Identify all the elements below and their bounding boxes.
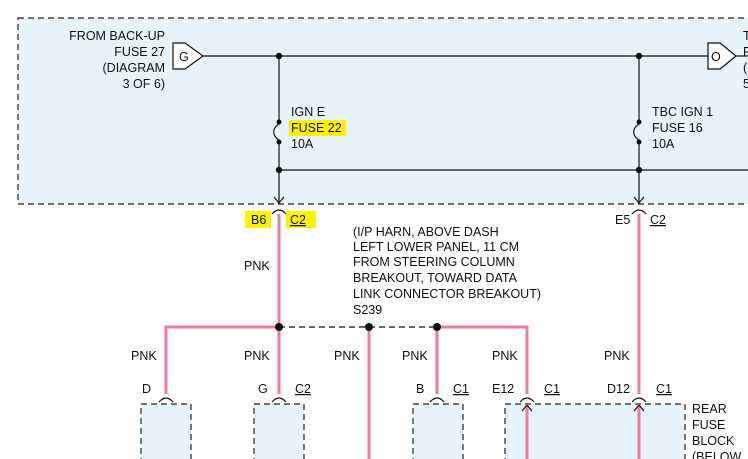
- fuse-right-fuse: FUSE 16: [652, 121, 703, 135]
- b6-highlight: [245, 211, 271, 228]
- from-backup-line4: 3 OF 6): [123, 77, 165, 91]
- clipped-text-1: T: [743, 29, 748, 43]
- pin-b-connector: C1: [453, 382, 469, 396]
- clipped-text-2: F: [743, 45, 748, 59]
- connector-g-label: G: [179, 50, 189, 64]
- fuse-left-fuse: FUSE 22: [291, 121, 342, 135]
- component-box-b: [412, 403, 464, 459]
- component-box-d: [140, 403, 192, 459]
- splice-note-line4: BREAKOUT, TOWARD DATA: [353, 271, 518, 285]
- fuse-left-symbol: [273, 123, 280, 141]
- component-box-g: [253, 403, 305, 459]
- pin-c2-right-label: C2: [650, 213, 666, 227]
- pin-c2-left-label: C2: [290, 213, 306, 227]
- connector-o-icon: [707, 42, 737, 70]
- rear-fuse-block-line3: BLOCK: [692, 434, 735, 448]
- fuse-right-term-bottom: [636, 139, 642, 145]
- wire-color-label: PNK: [244, 349, 270, 363]
- fuse-left-rating: 10A: [291, 137, 314, 151]
- from-backup-line2: FUSE 27: [114, 45, 165, 59]
- junction-dot: [275, 52, 283, 60]
- clipped-text-3: (: [743, 61, 748, 75]
- pin-socket-icon: [429, 397, 445, 403]
- from-backup-line3: (DIAGRAM: [103, 61, 166, 75]
- pin-d12-label: D12: [607, 382, 630, 396]
- fuse-left-term-top: [276, 119, 282, 125]
- fuse-box-region: [17, 17, 748, 205]
- pin-socket-icon: [158, 397, 174, 403]
- pin-e12-connector: C1: [544, 382, 560, 396]
- splice-note-line2: LEFT LOWER PANEL, 11 CM: [353, 240, 519, 254]
- pink-wire-branch-e12: [437, 325, 529, 394]
- splice-note-line5: LINK CONNECTOR BREAKOUT): [353, 287, 541, 301]
- pin-g-label: G: [258, 382, 268, 396]
- pin-d12-connector: C1: [656, 382, 672, 396]
- pin-socket-icon: [631, 397, 647, 403]
- fuse-left-term-bottom: [276, 139, 282, 145]
- junction-dot: [635, 166, 643, 174]
- pin-socket-icon: [631, 209, 647, 215]
- splice-note-line3: FROM STEERING COLUMN: [353, 255, 515, 269]
- pin-b-label: B: [416, 382, 424, 396]
- fuse-right-name: TBC IGN 1: [652, 105, 713, 119]
- fuse-22-highlight: [289, 120, 346, 136]
- connector-o-label: O: [711, 50, 721, 64]
- fuse-right-rating: 10A: [652, 137, 675, 151]
- fuse-right-term-top: [636, 119, 642, 125]
- connector-g-icon: [172, 42, 205, 70]
- c2-highlight: [286, 211, 316, 228]
- pin-b6-label: B6: [251, 213, 266, 227]
- clipped-text-4: 5: [743, 77, 748, 91]
- splice-dot: [433, 323, 441, 331]
- splice-id-label: S239: [353, 303, 382, 317]
- rear-fuse-block-line4: (BELOW: [692, 450, 742, 459]
- rear-fuse-block-line1: REAR: [692, 402, 727, 416]
- splice-dot: [275, 323, 283, 331]
- arrow-up-icon: [633, 404, 645, 412]
- wire-color-label: PNK: [131, 349, 157, 363]
- junction-dot: [275, 166, 283, 174]
- fuse-right-symbol: [633, 123, 640, 141]
- wire-color-label: PNK: [402, 349, 428, 363]
- pin-socket-icon: [271, 397, 287, 403]
- rear-fuse-block-line2: FUSE: [692, 418, 725, 432]
- pin-e12-label: E12: [492, 382, 514, 396]
- arrow-down-icon: [273, 196, 285, 204]
- pin-e5-label: E5: [615, 213, 630, 227]
- fuse-left-name: IGN E: [291, 105, 325, 119]
- from-backup-line1: FROM BACK-UP: [69, 29, 165, 43]
- arrow-up-icon: [521, 404, 533, 412]
- rear-fuse-block-box: [504, 403, 686, 459]
- wire-color-label: PNK: [244, 259, 270, 273]
- wire-color-label: PNK: [334, 349, 360, 363]
- splice-dot: [365, 323, 373, 331]
- pin-g-connector: C2: [295, 382, 311, 396]
- pin-d-label: D: [142, 382, 151, 396]
- splice-note-line1: (I/P HARN, ABOVE DASH: [353, 225, 499, 239]
- arrow-down-icon: [633, 196, 645, 204]
- junction-dot: [635, 52, 643, 60]
- pin-socket-icon: [519, 397, 535, 403]
- wire-color-label: PNK: [492, 349, 518, 363]
- pink-wire-branch-d: [164, 325, 279, 394]
- pin-socket-icon: [271, 209, 287, 215]
- wire-color-label: PNK: [604, 349, 630, 363]
